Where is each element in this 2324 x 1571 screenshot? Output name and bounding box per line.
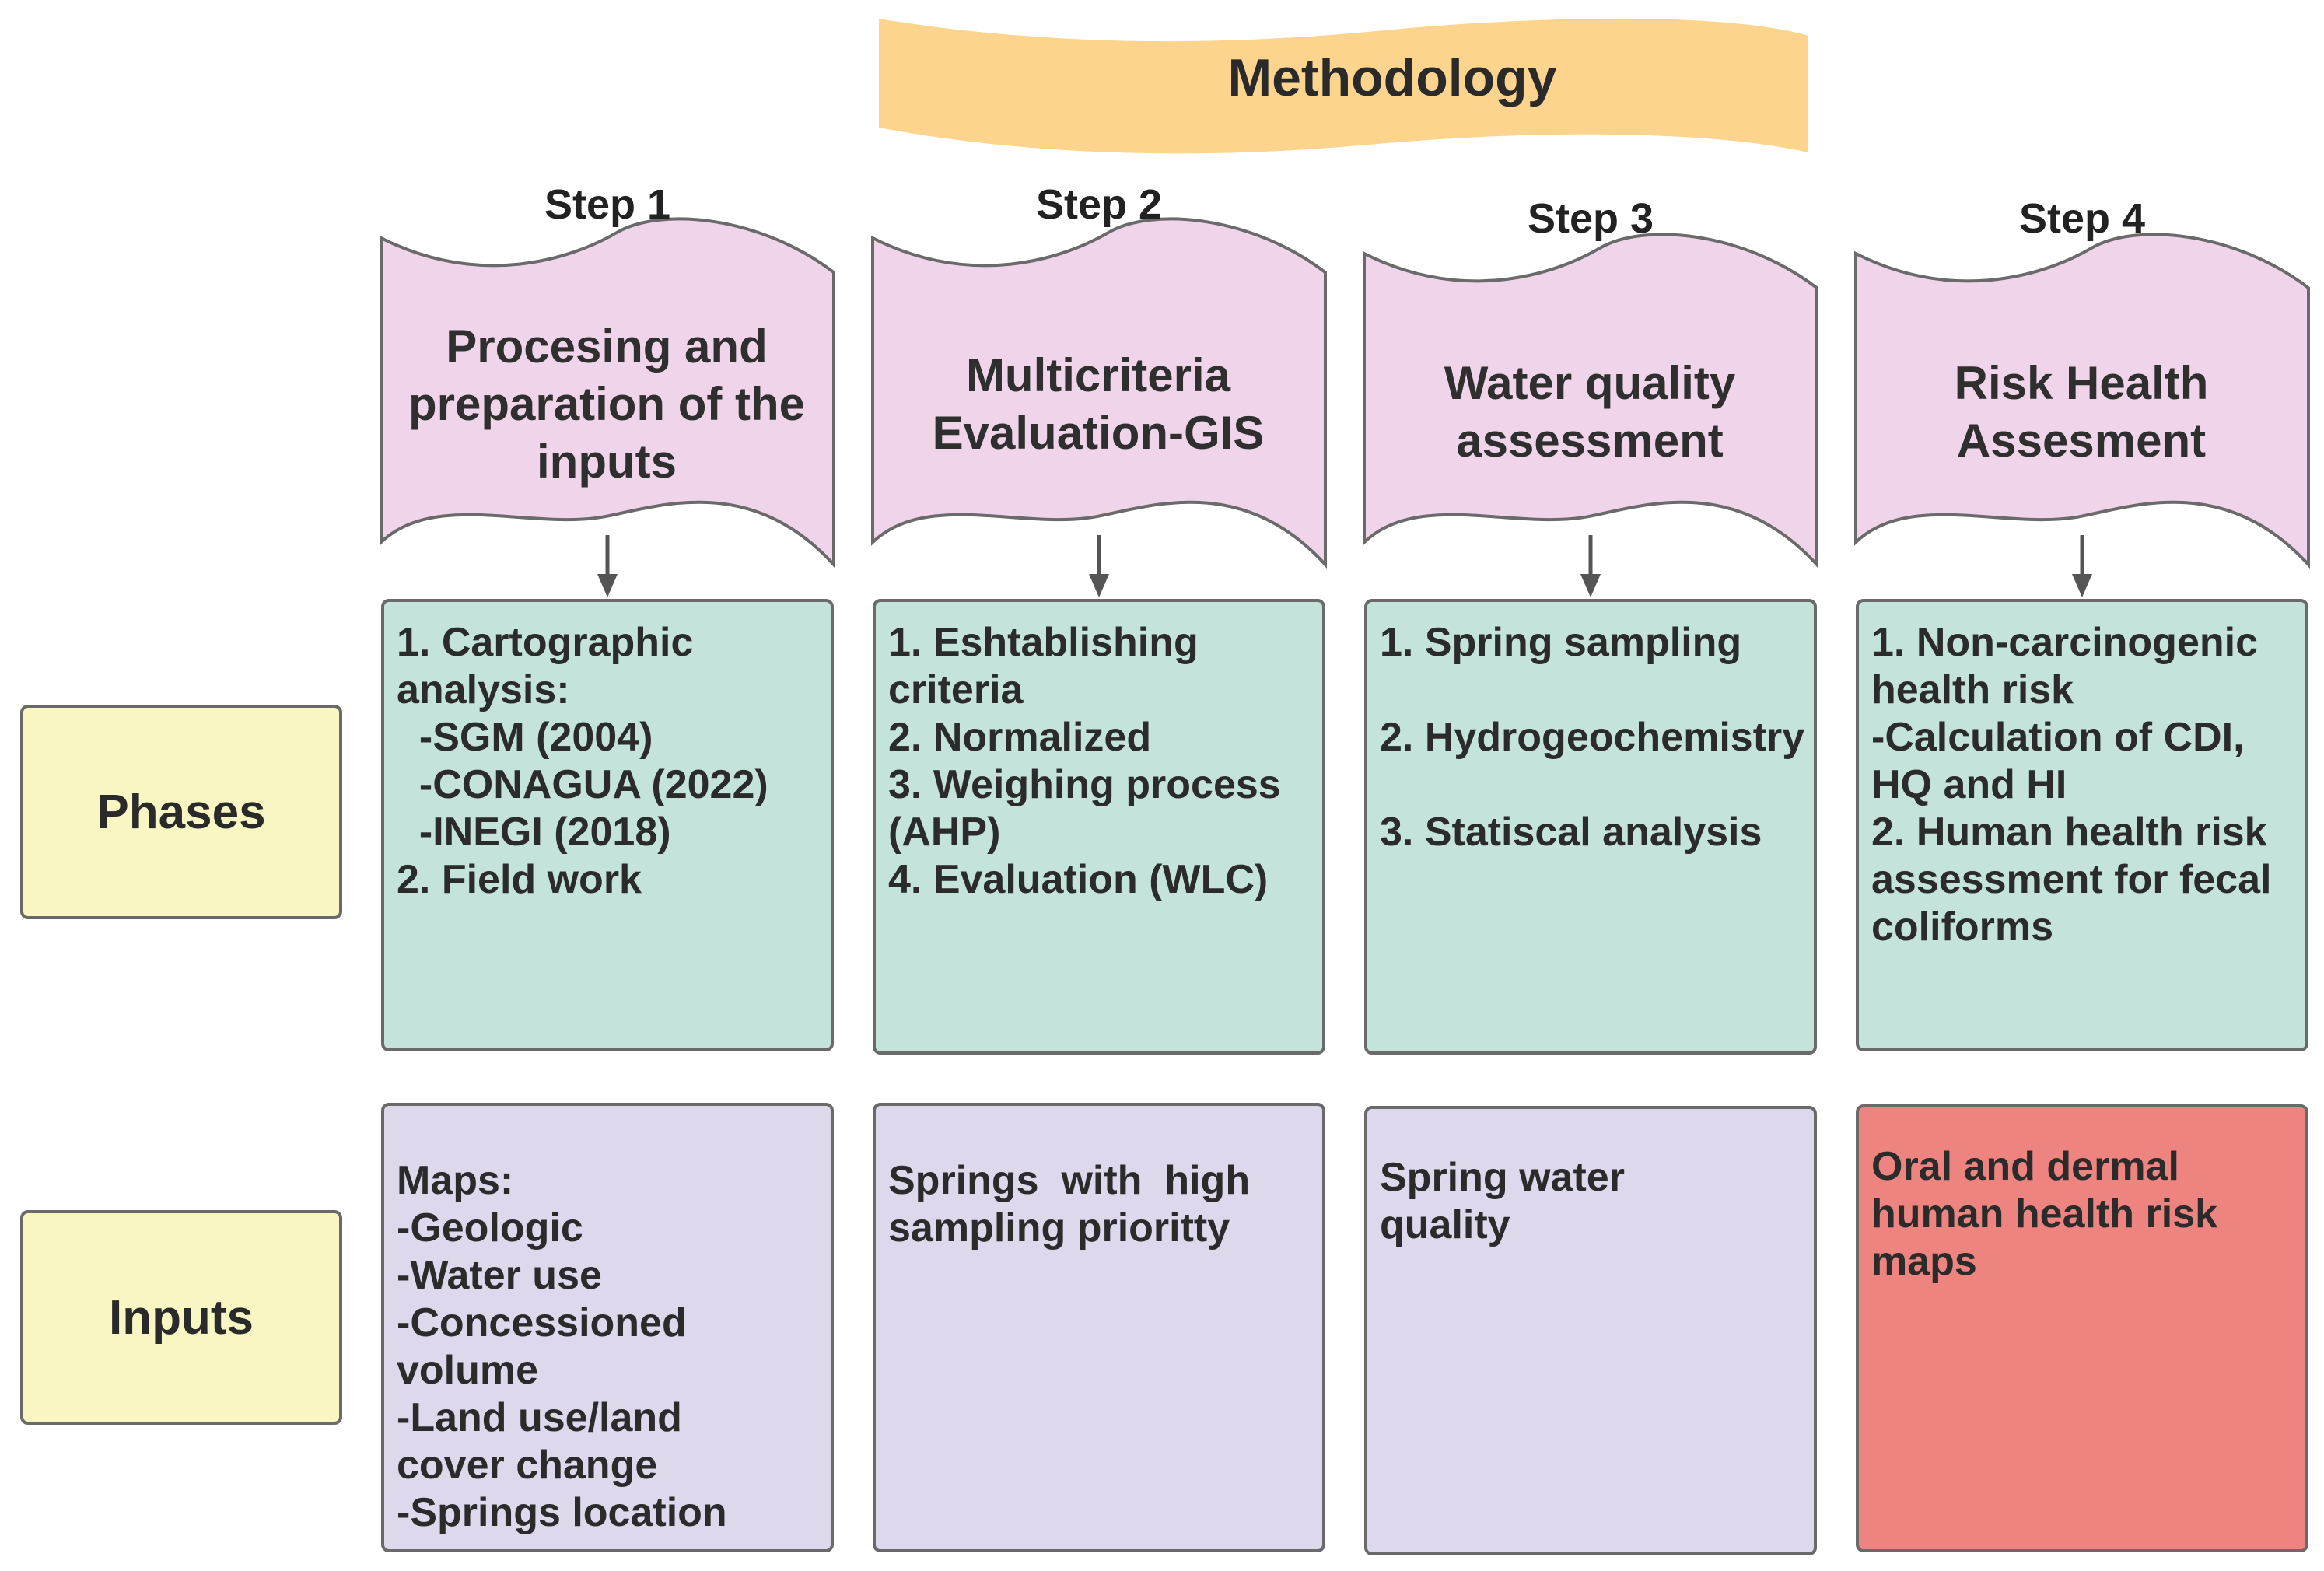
- phase-box: 1. Non-carcinogenic health risk -Calcula…: [1856, 599, 2308, 1051]
- input-box: Maps: -Geologic -Water use -Concessioned…: [381, 1103, 834, 1552]
- input-box-highlight: Oral and dermal human health risk maps: [1856, 1104, 2308, 1552]
- phase-line: -CONAGUA (2022): [397, 762, 768, 807]
- step-label: Step 4: [2018, 195, 2146, 242]
- phase-line: -Calculation of CDI,: [1871, 715, 2245, 760]
- arrow-down-icon: [2072, 574, 2092, 597]
- step-banner-1: [380, 217, 835, 569]
- input-line: -Concessioned: [397, 1300, 687, 1345]
- phase-line: 1. Spring sampling: [1380, 620, 1742, 665]
- banner-line: Multicriteria: [965, 349, 1231, 401]
- banner-line: Procesing and: [446, 320, 768, 373]
- banner-line: Evaluation-GIS: [932, 407, 1265, 459]
- input-box: Springs with high sampling prioritty: [873, 1103, 1325, 1552]
- step-banner-text: Water quality assessment: [1380, 296, 1800, 529]
- banner-line: Assesment: [1956, 415, 2207, 467]
- step-banner-text: Procesing and preparation of the inputs: [397, 288, 817, 521]
- phase-line-spacer: [1380, 761, 1809, 809]
- step-banner-3: [1363, 233, 1818, 569]
- banner-line: inputs: [537, 436, 677, 488]
- input-line: -Land use/land: [397, 1395, 682, 1440]
- banner-line: Water quality: [1444, 357, 1736, 409]
- step-banner-text: Risk Health Assesment: [1871, 296, 2291, 529]
- step-arrows: [597, 535, 2092, 597]
- input-line: Springs with high: [888, 1158, 1251, 1203]
- step-banner-4: [1854, 233, 2310, 569]
- phase-line: -INEGI (2018): [397, 810, 671, 855]
- banner-line: preparation of the: [408, 378, 806, 430]
- step-banner-text: Multicriteria Evaluation-GIS: [888, 288, 1308, 521]
- input-line: maps: [1871, 1239, 1977, 1284]
- phase-line: 1. Cartographic: [397, 620, 694, 665]
- input-line: volume: [397, 1348, 539, 1393]
- banner-line: Risk Health: [1954, 357, 2209, 409]
- phase-line: coliforms: [1871, 904, 2054, 950]
- phase-line: analysis:: [397, 667, 570, 712]
- phase-box: 1. Spring sampling 2. Hydrogeochemistry …: [1364, 599, 1817, 1055]
- step-label: Step 2: [1035, 181, 1163, 228]
- phase-line: 2. Field work: [397, 857, 642, 902]
- phase-line: 2. Human health risk: [1871, 810, 2267, 855]
- phase-line: 3. Statiscal analysis: [1380, 810, 1762, 855]
- input-line: -Geologic: [397, 1205, 583, 1251]
- input-line: Oral and dermal: [1871, 1144, 2179, 1189]
- input-line: -Water use: [397, 1253, 602, 1298]
- input-line: quality: [1380, 1202, 1510, 1247]
- arrow-down-icon: [597, 574, 618, 597]
- phase-line: health risk: [1871, 667, 2074, 712]
- phases-row-label: Phases: [20, 705, 342, 919]
- phase-line: 3. Weighing process: [888, 762, 1281, 807]
- phase-line: -SGM (2004): [397, 715, 653, 760]
- inputs-row-label: Inputs: [20, 1210, 342, 1425]
- phase-line: 4. Evaluation (WLC): [888, 857, 1269, 902]
- phase-line: 2. Hydrogeochemistry: [1380, 715, 1805, 760]
- phase-line: criteria: [888, 667, 1024, 712]
- input-line: Spring water: [1380, 1155, 1625, 1200]
- phase-line: 1. Eshtablishing: [888, 620, 1199, 665]
- arrow-down-icon: [1580, 574, 1601, 597]
- input-line: human health risk: [1871, 1191, 2217, 1237]
- phase-line: 1. Non-carcinogenic: [1871, 620, 2258, 665]
- step-label: Step 1: [544, 181, 671, 228]
- arrow-down-icon: [1089, 574, 1109, 597]
- input-line: -Springs location: [397, 1490, 727, 1535]
- input-line: cover change: [397, 1443, 658, 1488]
- input-line: Maps:: [397, 1158, 514, 1203]
- phase-line-spacer: [1380, 667, 1809, 714]
- phase-line: assessment for fecal: [1871, 857, 2272, 902]
- step-banners: [380, 217, 2310, 569]
- phase-line: (AHP): [888, 810, 1001, 855]
- phase-line: 2. Normalized: [888, 715, 1152, 760]
- banner-line: assessment: [1456, 415, 1724, 467]
- phase-line: HQ and HI: [1871, 762, 2067, 807]
- diagram-title: Methodology: [1227, 48, 1557, 107]
- input-line: sampling prioritty: [888, 1205, 1230, 1251]
- step-banner-2: [871, 217, 1327, 569]
- phase-box: 1. Eshtablishing criteria 2. Normalized …: [873, 599, 1325, 1055]
- phases-label-text: Phases: [96, 785, 266, 839]
- title-banner: [879, 18, 1808, 154]
- inputs-label-text: Inputs: [109, 1290, 254, 1345]
- step-label: Step 3: [1527, 195, 1654, 242]
- phase-box: 1. Cartographic analysis: -SGM (2004) -C…: [381, 599, 834, 1051]
- input-box: Spring water quality: [1364, 1106, 1817, 1555]
